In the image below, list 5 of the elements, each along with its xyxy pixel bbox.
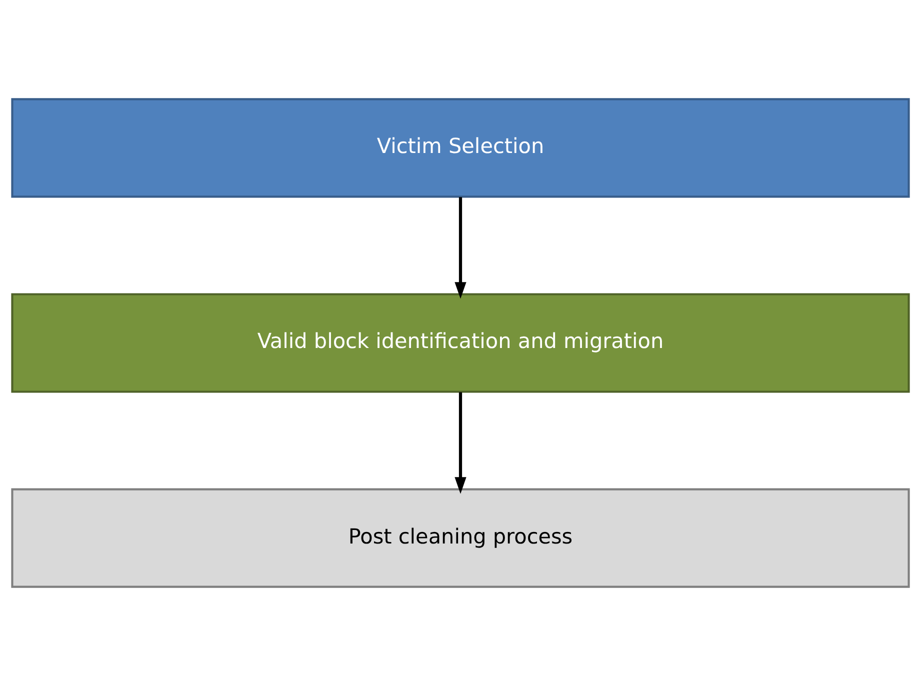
node-box: Valid block identification and migration [11, 293, 910, 393]
node-box: Victim Selection [11, 98, 910, 198]
arrow [454, 392, 466, 494]
arrow [454, 197, 466, 299]
node-box: Post cleaning process [11, 488, 910, 588]
